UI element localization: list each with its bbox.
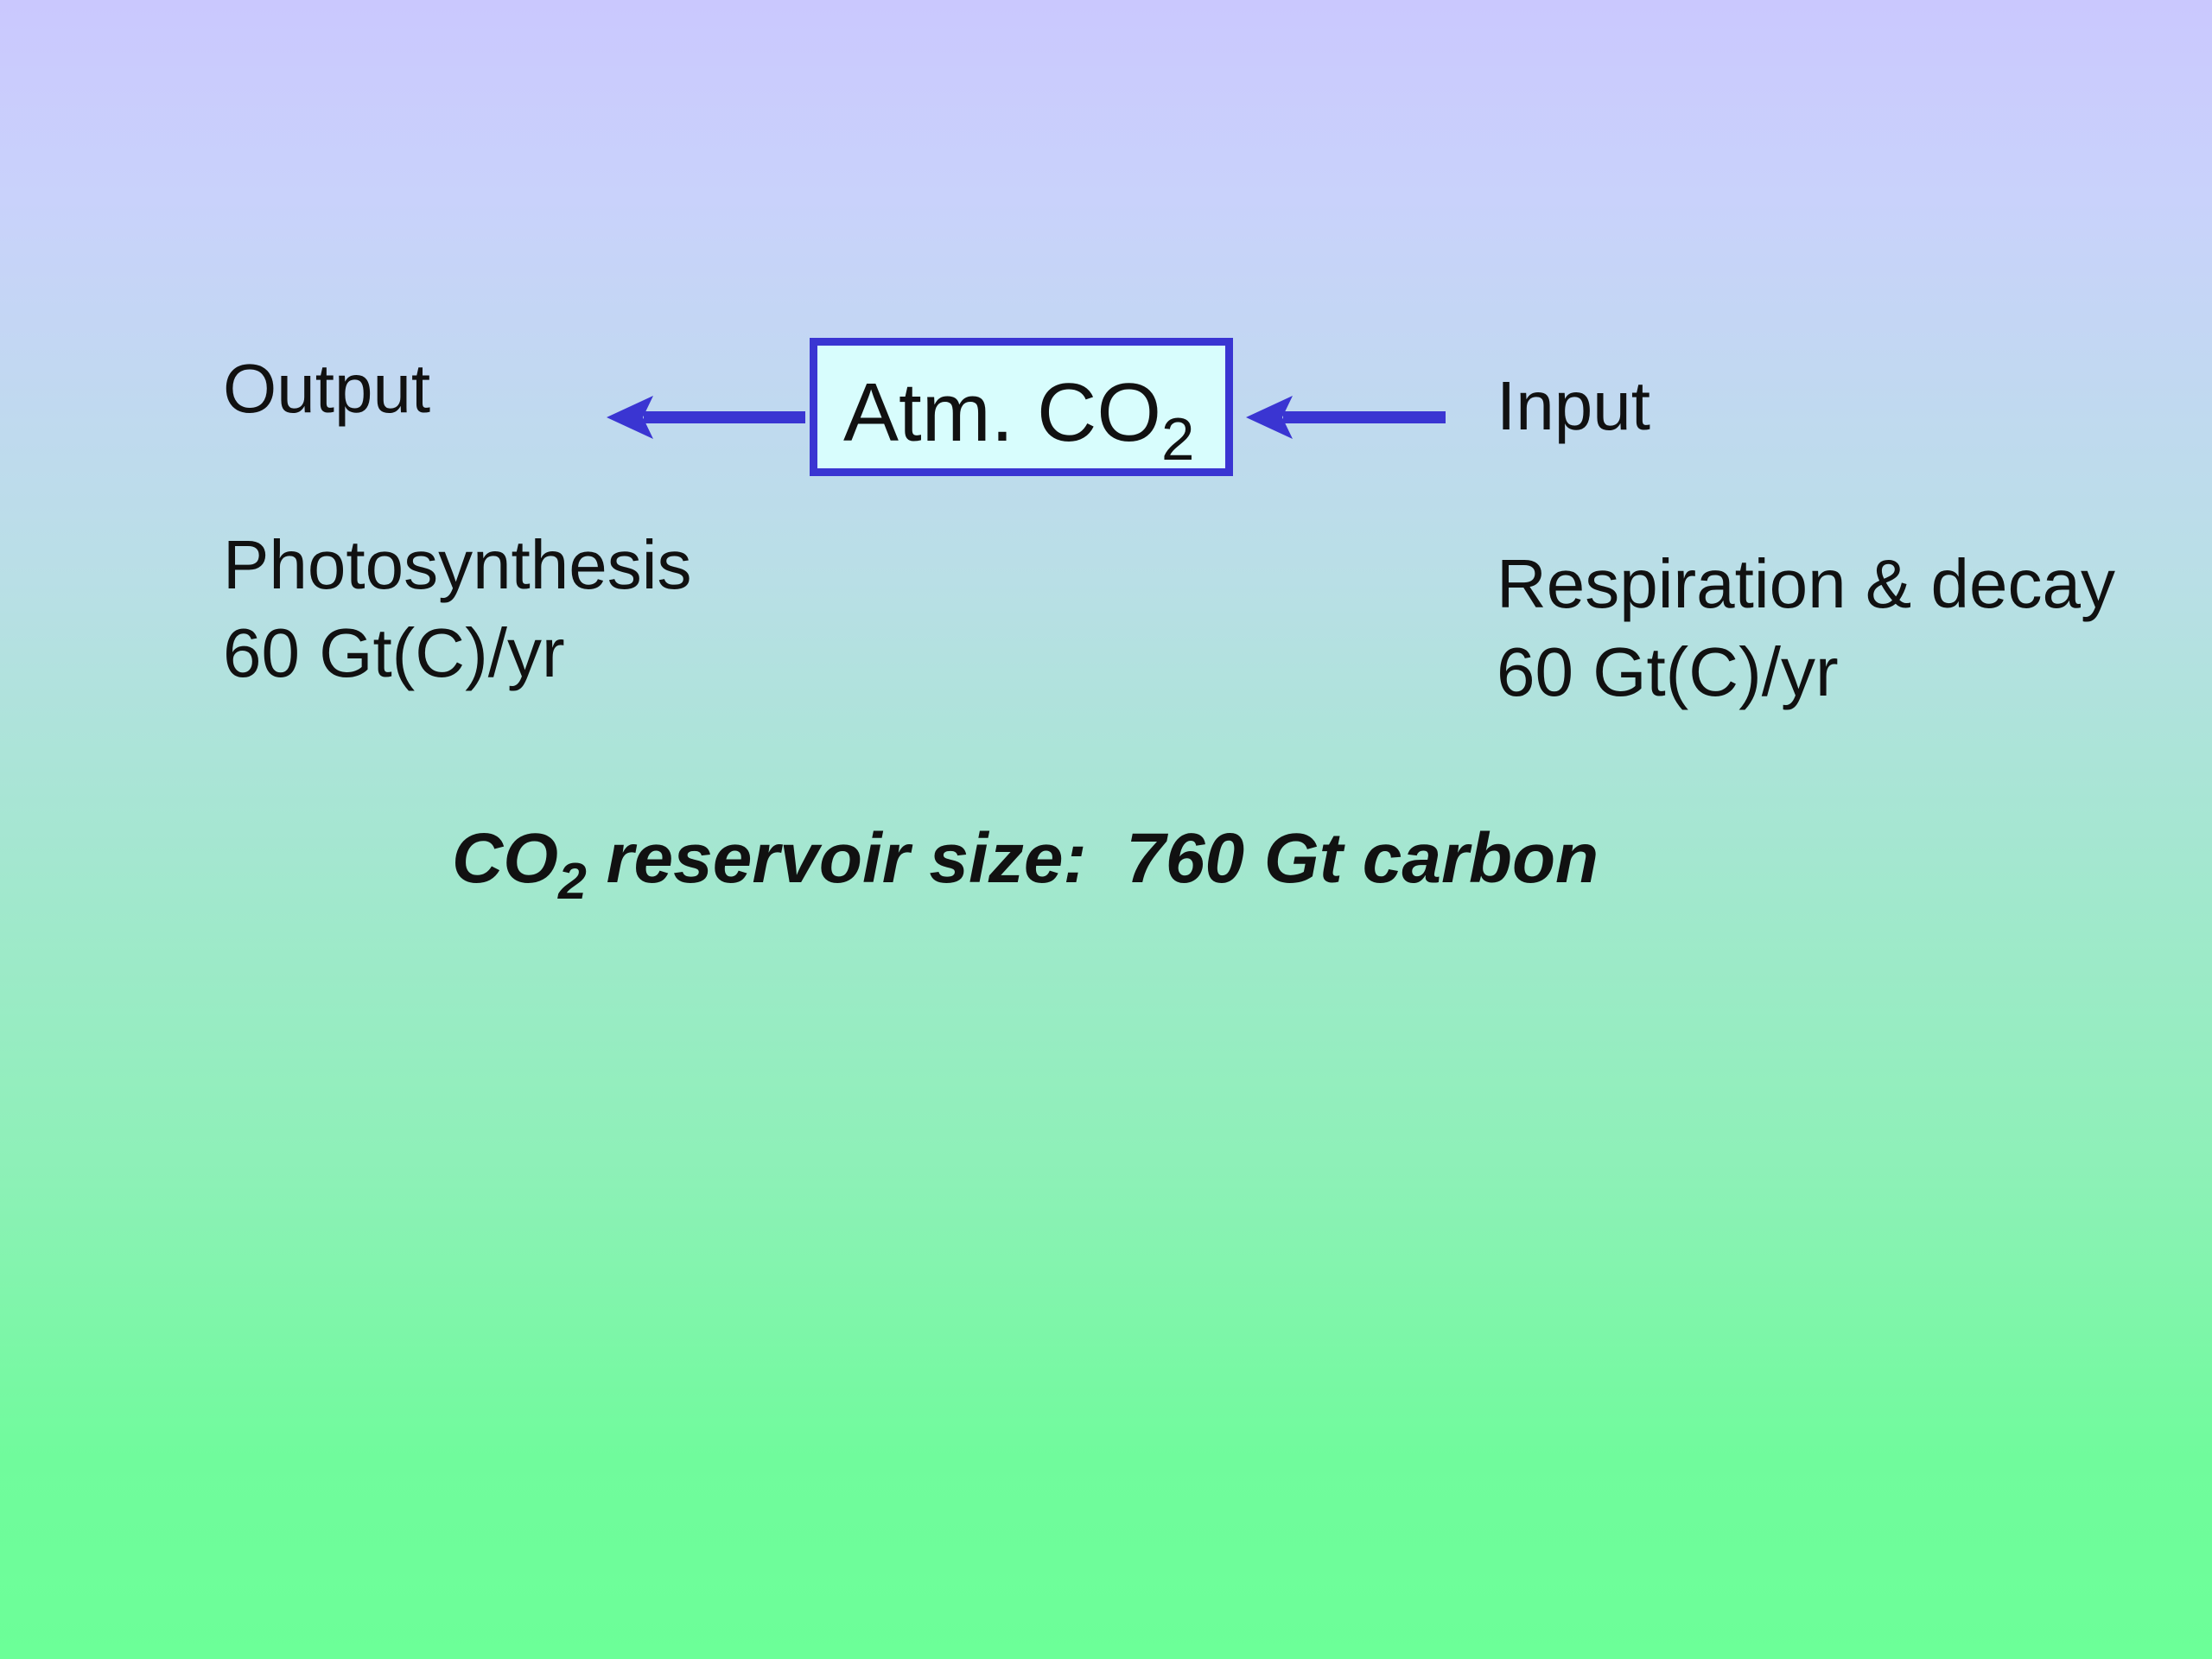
reservoir-text: reservoir size: 760 Gt carbon	[586, 819, 1599, 898]
output-heading: Output	[223, 350, 431, 427]
input-process: Respiration & decay	[1497, 545, 2115, 622]
atmospheric-co2-subscript: 2	[1161, 405, 1195, 474]
atmospheric-co2-box: Atm. CO2	[810, 338, 1233, 476]
atmospheric-co2-label: Atm. CO2	[843, 372, 1194, 469]
output-rate: 60 Gt(C)/yr	[223, 614, 565, 691]
input-rate: 60 Gt(C)/yr	[1497, 633, 1839, 710]
output-arrow-icon	[607, 396, 805, 439]
atmospheric-co2-text: Atm. CO	[843, 366, 1162, 459]
input-heading: Input	[1497, 367, 1650, 444]
input-arrow-icon	[1246, 396, 1446, 439]
reservoir-subscript: 2	[558, 852, 587, 910]
reservoir-prefix: CO	[452, 819, 558, 898]
output-process: Photosynthesis	[223, 526, 692, 603]
reservoir-size-text: CO2 reservoir size: 760 Gt carbon	[452, 823, 1599, 907]
